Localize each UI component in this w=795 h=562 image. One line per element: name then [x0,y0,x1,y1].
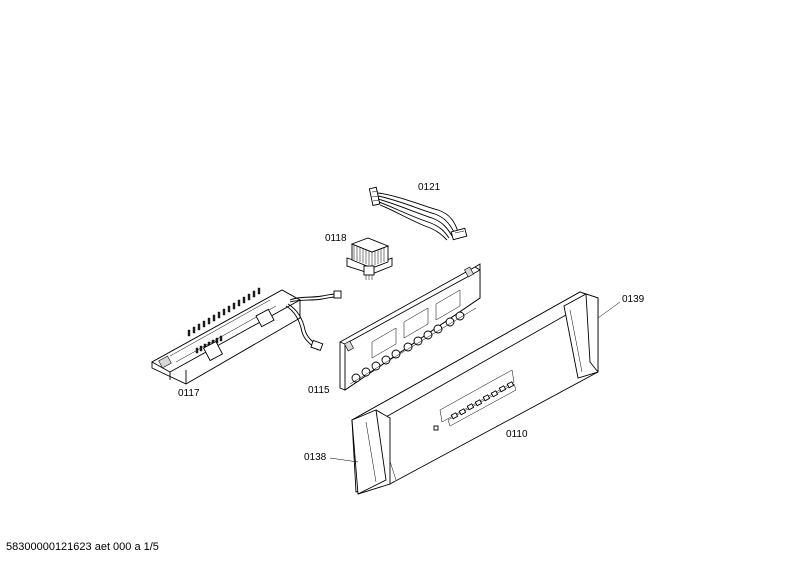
label-0138: 0138 [304,452,327,463]
part-0139-right-end-cap[interactable] [563,293,599,379]
label-0115: 0115 [308,385,330,396]
part-0121-wire-harness[interactable] [368,186,468,241]
label-0118: 0118 [325,233,347,244]
part-0110-control-panel[interactable] [350,291,599,493]
part-0138-left-end-cap[interactable] [351,409,391,495]
label-0110: 0110 [506,429,528,440]
part-0115-control-board[interactable] [339,263,481,391]
label-0121: 0121 [418,182,441,193]
part-0117-power-module[interactable] [151,287,342,385]
drawing-reference: 58300000121623 aet 000 a 1/5 [6,541,159,553]
part-0118-heat-sink[interactable] [346,237,393,280]
label-0139: 0139 [622,294,645,305]
leader-0139 [597,301,621,319]
label-0117: 0117 [178,388,200,399]
leader-0138 [329,457,359,463]
